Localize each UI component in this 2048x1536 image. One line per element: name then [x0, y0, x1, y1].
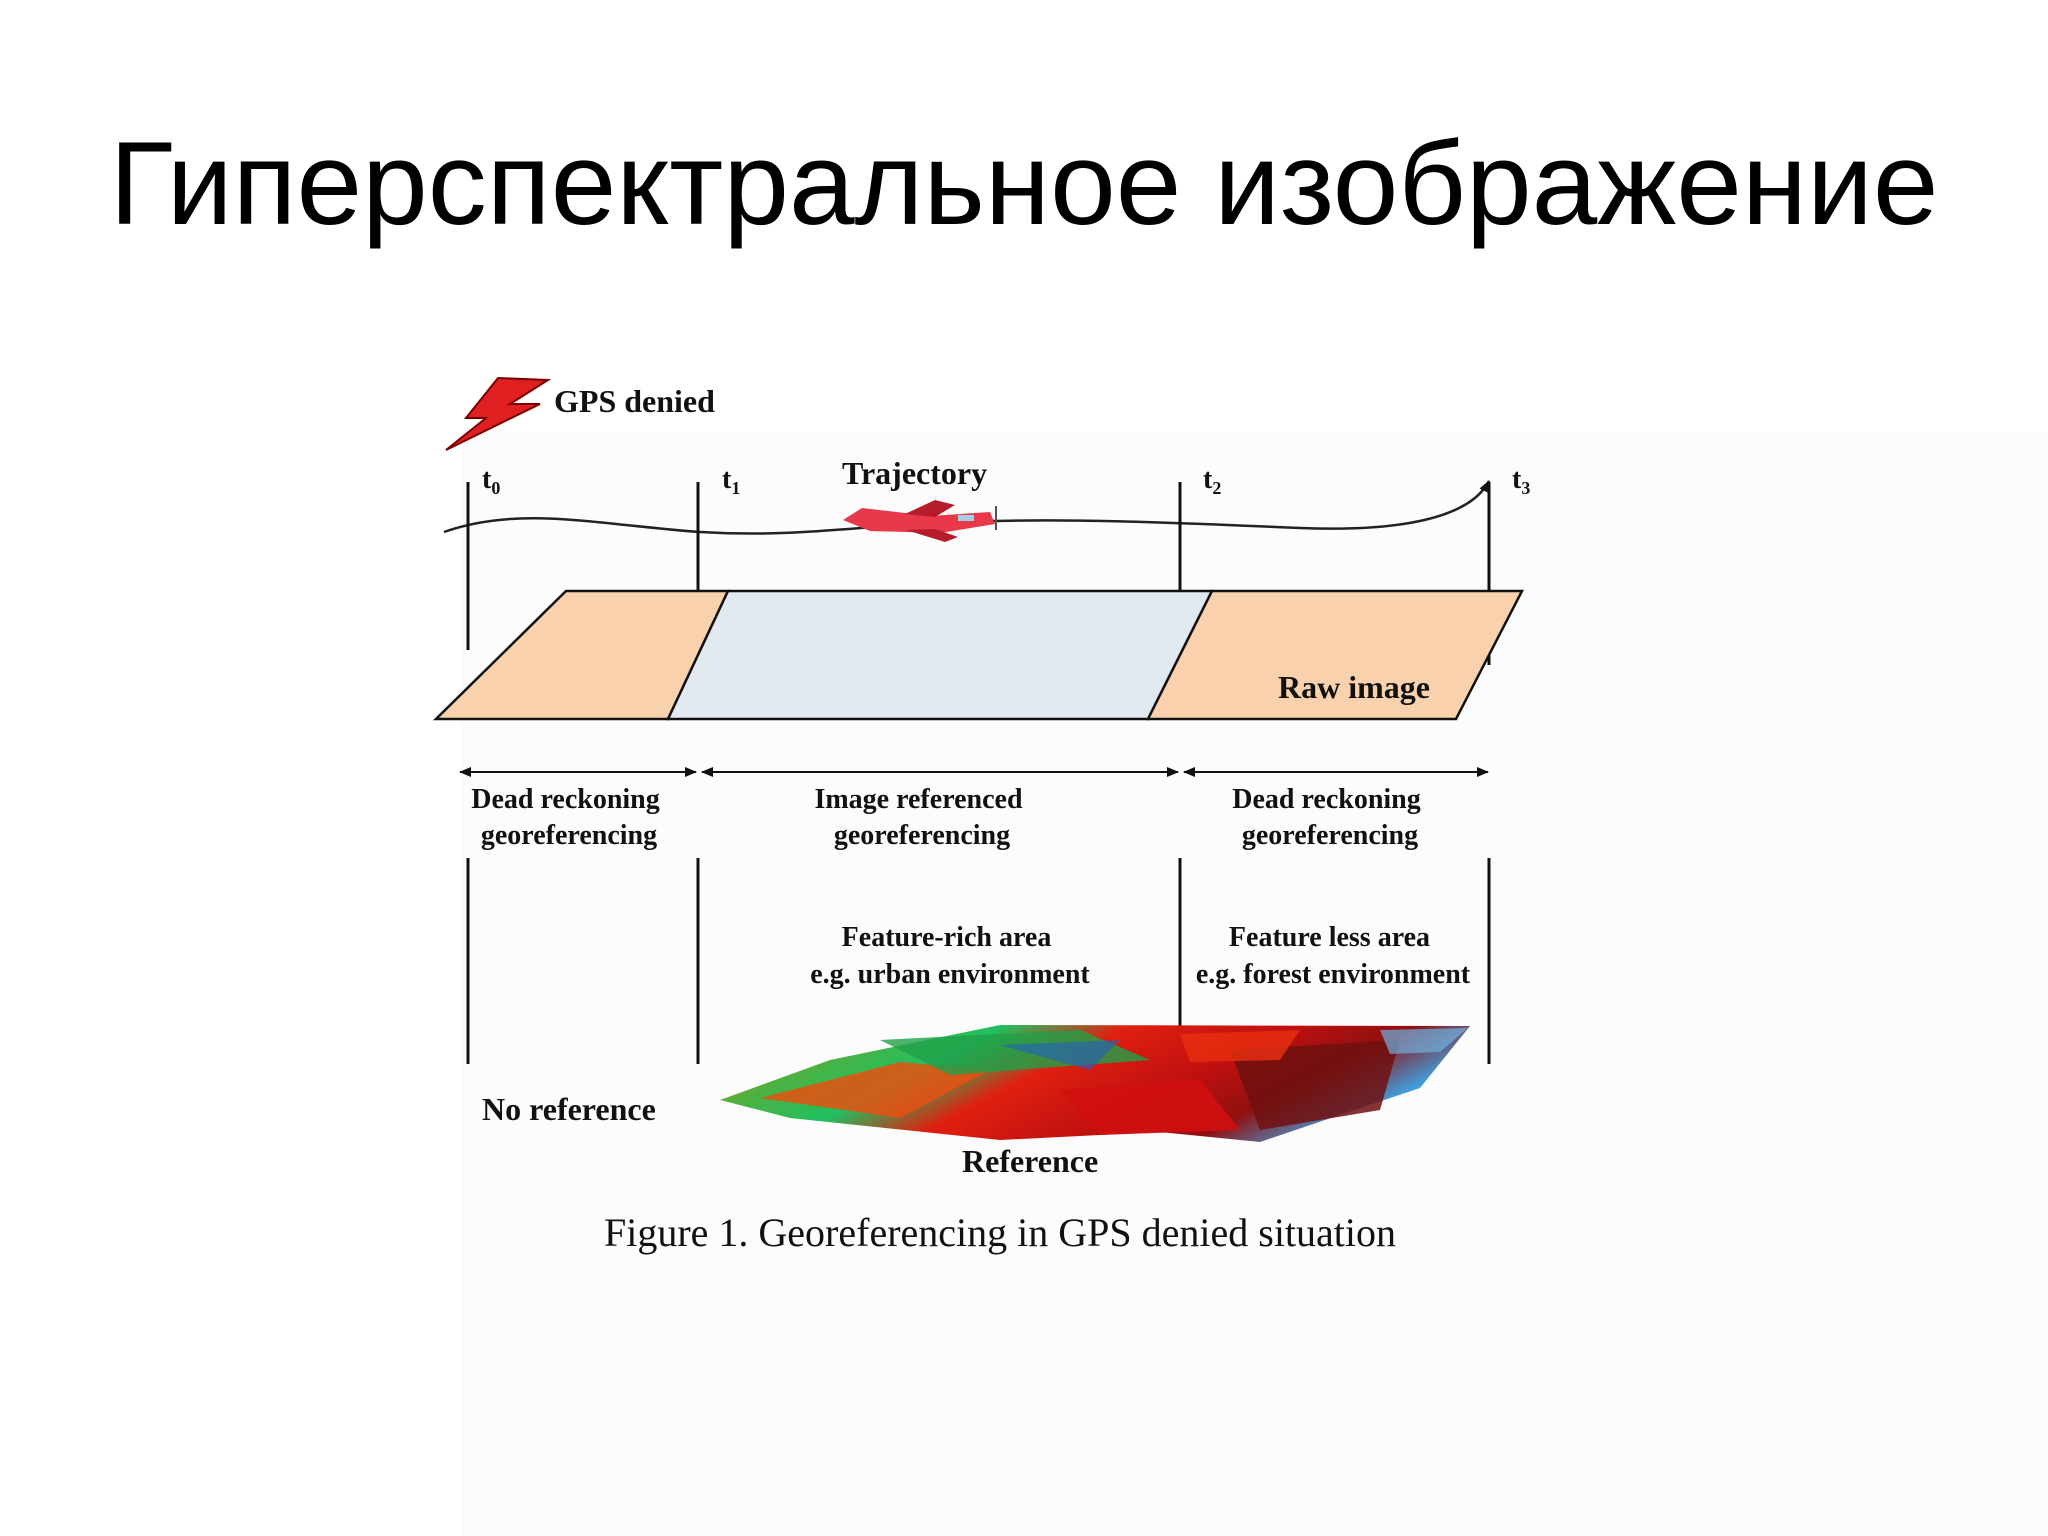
raw-image-label: Raw image [1278, 669, 1430, 705]
no-reference-label: No reference [482, 1091, 656, 1127]
time-label-t0: t0 [482, 464, 500, 498]
trajectory-label: Trajectory [842, 455, 987, 491]
time-label-t1: t1 [722, 464, 740, 498]
slide-title: Гиперспектральное изображение [109, 118, 1939, 250]
area-label-feature-rich: Feature-rich area e.g. urban environment [810, 922, 1090, 990]
airplane-icon [843, 500, 997, 542]
time-label-t2: t2 [1203, 464, 1221, 498]
time-label-t3: t3 [1512, 464, 1530, 498]
area-label-feature-less: Feature less area e.g. forest environmen… [1196, 922, 1471, 990]
raw-image-strip-right [1145, 589, 1525, 721]
reference-label: Reference [962, 1143, 1098, 1179]
lightning-bolt-icon [445, 376, 552, 451]
segment-label-image-referenced: Image referenced georeferencing [814, 784, 1029, 851]
segment-label-dead-reckoning-right: Dead reckoning georeferencing [1232, 784, 1428, 851]
figure-caption: Figure 1. Georeferencing in GPS denied s… [604, 1210, 1396, 1255]
gps-denied-label: GPS denied [554, 383, 715, 419]
segment-label-dead-reckoning-left: Dead reckoning georeferencing [471, 784, 667, 851]
reference-hyperspectral-map [720, 1025, 1470, 1142]
referenced-image-strip [666, 589, 1215, 721]
